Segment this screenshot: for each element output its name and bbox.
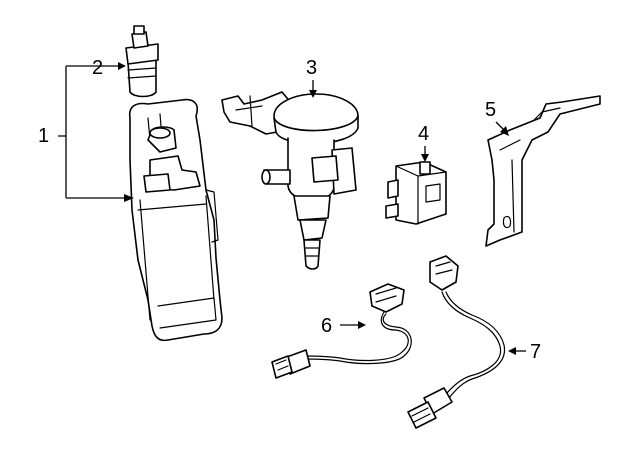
pump-assembly-part bbox=[221, 91, 359, 270]
callout-4: 4 bbox=[418, 123, 429, 162]
callout-1-label: 1 bbox=[38, 125, 49, 147]
callout-4-label: 4 bbox=[418, 123, 429, 145]
sensor-block-part bbox=[385, 161, 447, 225]
callout-5-label: 5 bbox=[485, 99, 496, 121]
callout-7-label: 7 bbox=[530, 341, 541, 363]
oxygen-sensor-long-part bbox=[407, 255, 506, 429]
callout-2-label: 2 bbox=[92, 57, 103, 79]
callout-6: 6 bbox=[321, 315, 366, 337]
oxygen-sensor-short-part bbox=[271, 283, 412, 379]
purge-valve-part bbox=[125, 25, 159, 98]
callout-5: 5 bbox=[485, 99, 509, 136]
callout-2: 2 bbox=[92, 57, 103, 79]
callout-7: 7 bbox=[508, 341, 541, 363]
callout-6-label: 6 bbox=[321, 315, 332, 337]
canister-part bbox=[128, 98, 223, 342]
bracket-part bbox=[485, 95, 601, 247]
callout-3: 3 bbox=[306, 57, 317, 98]
callout-3-label: 3 bbox=[306, 57, 317, 79]
callout-1: 1 bbox=[38, 62, 134, 202]
